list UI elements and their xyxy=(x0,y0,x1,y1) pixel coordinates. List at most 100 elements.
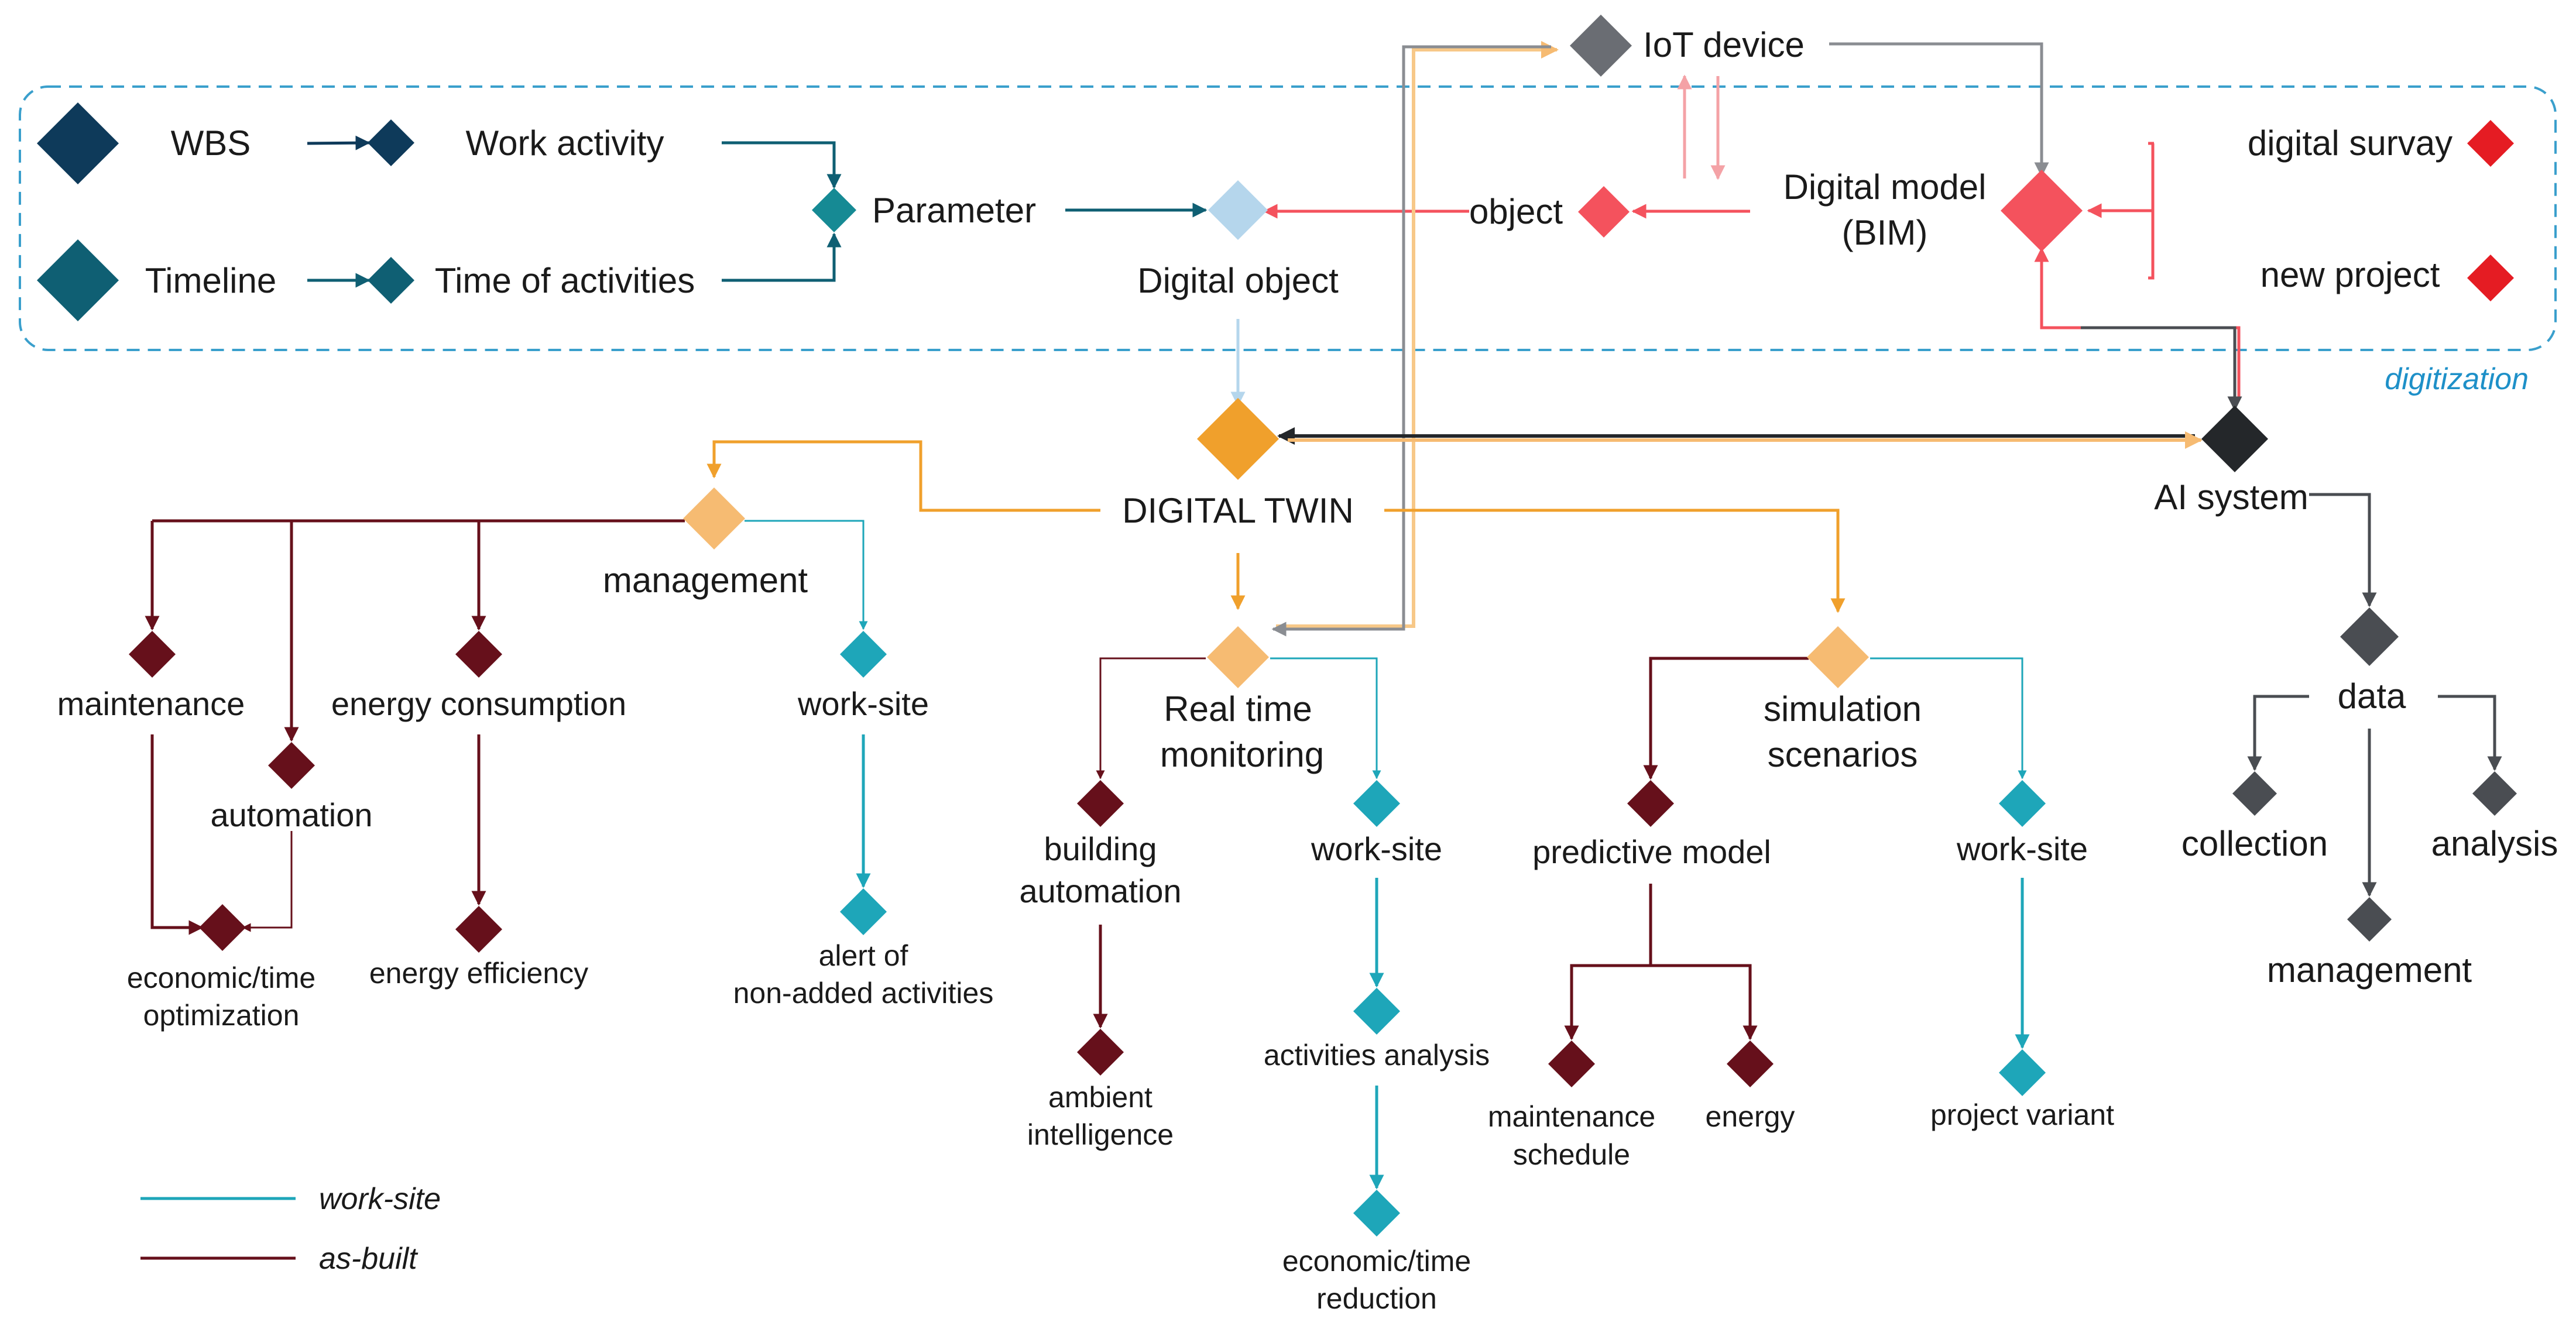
worksite-mgmt-label: work-site xyxy=(797,685,929,722)
edge-iot-to-ai xyxy=(1829,42,2049,177)
edge-predictive-branch xyxy=(1564,884,1652,1040)
edge-work-activity-parameter xyxy=(722,141,842,189)
legend-asbuilt-label: as-built xyxy=(319,1242,419,1276)
nodes xyxy=(37,15,2517,1237)
data-management-label: management xyxy=(2267,950,2472,990)
data-label: data xyxy=(2338,676,2406,716)
analysis-label: analysis xyxy=(2431,824,2558,863)
time-of-activities-label: Time of activities xyxy=(435,261,695,300)
digital-twin-node-icon xyxy=(1197,398,1279,480)
edge-sim-predictive xyxy=(1643,657,1809,780)
worksite-sim-label: work-site xyxy=(1956,830,2088,867)
parameter-label: Parameter xyxy=(872,191,1036,230)
wbs-node-icon xyxy=(37,102,119,184)
edge-newproject-bim xyxy=(2148,211,2155,280)
worksite-sim-node-icon xyxy=(1999,780,2046,827)
automation-node-icon xyxy=(268,742,315,789)
management-label: management xyxy=(603,561,808,600)
energy-label: energy xyxy=(1706,1100,1795,1133)
alert-node-icon xyxy=(840,888,887,935)
digitization-region xyxy=(19,85,2557,351)
connectors xyxy=(145,41,2502,1190)
predictive-model-label: predictive model xyxy=(1532,833,1771,870)
new-project-label: new project xyxy=(2261,255,2440,294)
building-automation-label-2: automation xyxy=(1019,873,1181,909)
digitization-label: digitization xyxy=(2385,362,2529,396)
energy-consumption-node-icon xyxy=(455,631,502,678)
maintenance-schedule-node-icon xyxy=(1548,1040,1595,1087)
ai-system-label: AI system xyxy=(2154,478,2308,517)
iot-device-node-icon xyxy=(1570,15,1632,77)
digital-twin-label: DIGITAL TWIN xyxy=(1122,491,1354,530)
wbs-label: WBS xyxy=(171,123,251,163)
edge-twin-simulation xyxy=(1384,509,1846,613)
edge-iot-loop-orange xyxy=(1276,41,1559,628)
realtime-node-icon xyxy=(1207,626,1269,688)
edge-rt-building xyxy=(1096,657,1206,779)
edge-ai-to-bim xyxy=(2034,247,2241,397)
work-activity-label: Work activity xyxy=(466,123,664,163)
edge-ai-data xyxy=(2309,493,2377,607)
collection-label: collection xyxy=(2181,824,2328,863)
maintenance-schedule-label-1: maintenance xyxy=(1488,1100,1655,1133)
labels: WBS Work activity Timeline Time of activ… xyxy=(57,25,2558,1315)
digital-survey-label: digital survay xyxy=(2248,123,2452,163)
edge-data-collection xyxy=(2247,695,2309,771)
energy-efficiency-node-icon xyxy=(455,906,502,953)
edge-mgmt-worksite xyxy=(745,520,868,630)
realtime-label-2: monitoring xyxy=(1160,735,1324,774)
ambient-intelligence-label-2: intelligence xyxy=(1027,1118,1174,1151)
energy-consumption-label: energy consumption xyxy=(331,685,626,722)
time-of-activities-node-icon xyxy=(368,257,414,304)
digital-object-label: Digital object xyxy=(1137,261,1339,300)
maintenance-node-icon xyxy=(129,631,176,678)
edge-twin-management xyxy=(706,440,1100,512)
digital-survey-node-icon xyxy=(2467,120,2514,167)
edge-data-analysis xyxy=(2438,695,2502,771)
predictive-model-node-icon xyxy=(1627,780,1674,827)
worksite-rt-node-icon xyxy=(1353,780,1400,827)
optimization-label-2: optimization xyxy=(143,999,300,1032)
project-variant-label: project variant xyxy=(1930,1098,2114,1131)
building-automation-label-1: building xyxy=(1044,830,1157,867)
optimization-node-icon xyxy=(199,904,246,951)
edge-time-activities-parameter xyxy=(722,232,842,282)
legend: work-site as-built xyxy=(140,1182,441,1276)
timeline-node-icon xyxy=(37,239,119,321)
realtime-label-1: Real time xyxy=(1164,689,1312,729)
collection-node-icon xyxy=(2232,771,2277,816)
edge-iot-loop-gray xyxy=(1271,45,1551,637)
parameter-node-icon xyxy=(812,188,856,232)
management-node-icon xyxy=(683,487,745,550)
analysis-node-icon xyxy=(2472,771,2517,816)
project-variant-node-icon xyxy=(1999,1049,2046,1096)
reduction-label-1: economic/time xyxy=(1282,1245,1471,1278)
ai-system-node-icon xyxy=(2201,406,2268,472)
edge-maintenance-optimization xyxy=(150,734,204,935)
edge-automation-optimization xyxy=(242,831,293,932)
ambient-intelligence-label-1: ambient xyxy=(1048,1081,1152,1114)
alert-label-1: alert of xyxy=(819,939,908,972)
simulation-node-icon xyxy=(1807,626,1869,688)
edge-sim-worksite xyxy=(1870,657,2027,779)
digital-model-label-1: Digital model xyxy=(1783,167,1987,207)
optimization-label-1: economic/time xyxy=(127,961,315,994)
timeline-label: Timeline xyxy=(145,261,277,300)
edge-survey-bim xyxy=(2087,142,2155,218)
bim-node-icon xyxy=(2001,170,2083,252)
digital-object-node-icon xyxy=(1208,180,1268,240)
object-node-icon xyxy=(1578,186,1630,238)
maintenance-schedule-label-2: schedule xyxy=(1513,1138,1630,1171)
energy-efficiency-label: energy efficiency xyxy=(369,957,588,990)
data-node-icon xyxy=(2340,607,2399,666)
legend-worksite-label: work-site xyxy=(319,1182,441,1216)
new-project-node-icon xyxy=(2467,255,2514,301)
alert-label-2: non-added activities xyxy=(733,977,994,1009)
economic-reduction-node-icon xyxy=(1353,1190,1400,1237)
worksite-rt-label: work-site xyxy=(1311,830,1442,867)
object-label: object xyxy=(1469,192,1563,231)
reduction-label-2: reduction xyxy=(1316,1282,1437,1315)
activities-analysis-node-icon xyxy=(1353,988,1400,1035)
worksite-mgmt-node-icon xyxy=(840,631,887,678)
